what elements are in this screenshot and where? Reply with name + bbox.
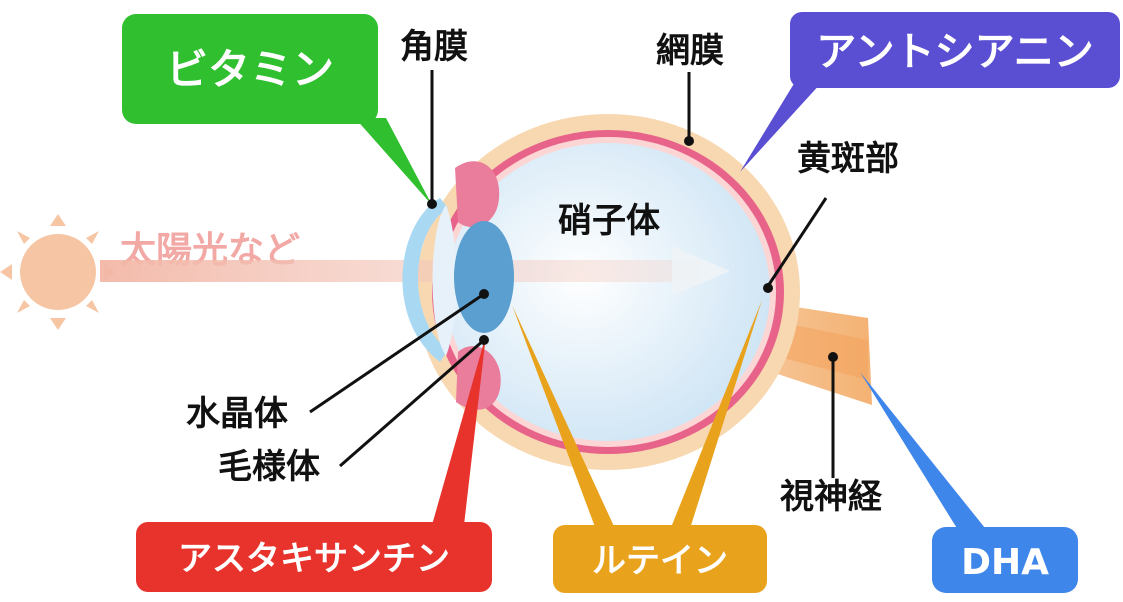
lutein-badge-label: ルテイン [592, 541, 728, 581]
vitamin-pointer [355, 118, 432, 205]
macula-label: 黄斑部 [797, 139, 899, 179]
anthocyanin-pointer [740, 82, 822, 172]
dha-badge-label: DHA [961, 542, 1049, 583]
vitamin-badge-label: ビタミン [166, 45, 334, 94]
sun-icon [0, 214, 116, 330]
astaxanthin-badge-label: アスタキサンチン [178, 539, 450, 579]
leader-lines [309, 70, 835, 478]
cornea-label: 角膜 [400, 27, 468, 67]
astaxanthin-badge: アスタキサンチン [136, 522, 492, 592]
lutein-pointer-left [512, 305, 618, 535]
anthocyanin-badge-label: アントシアニン [816, 29, 1094, 75]
lutein-pointer-right [668, 300, 762, 535]
vitamin-badge: ビタミン [122, 14, 378, 124]
vitreous-label: 硝子体 [558, 201, 660, 241]
arrow-right-icon [672, 246, 730, 296]
vitreous-body [446, 143, 770, 441]
leader-dots [427, 136, 838, 362]
astaxanthin-pointer [432, 335, 486, 525]
lens [454, 221, 514, 333]
light-beam [100, 246, 730, 296]
optic-nerve-label: 視神経 [780, 477, 883, 517]
lutein-badge: ルテイン [553, 525, 767, 593]
dha-pointer [860, 372, 993, 538]
lens-label: 水晶体 [186, 394, 288, 434]
retina-label: 網膜 [656, 31, 724, 71]
ciliary-body-label: 毛様体 [218, 447, 320, 487]
dha-badge: DHA [932, 527, 1078, 593]
eyeball [416, 114, 800, 470]
anthocyanin-badge: アントシアニン [790, 12, 1120, 88]
